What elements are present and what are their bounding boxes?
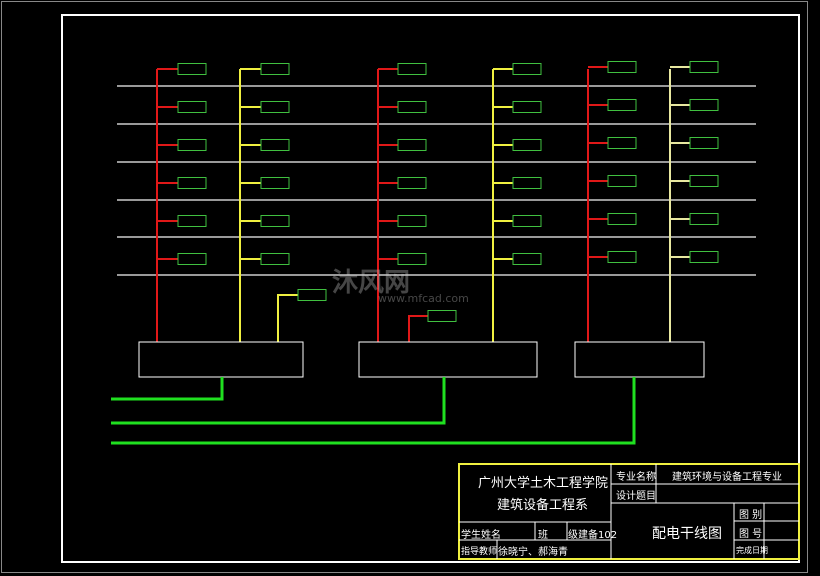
major-label: 专业名称 [616,472,656,483]
distribution-panel [397,215,427,227]
drawing-frame [61,14,800,563]
outer-frame [1,1,808,573]
distribution-panel [397,177,427,189]
drawing-number-label: 图 号 [739,529,763,540]
advisor-value: 徐晓宁、郝海青 [498,547,568,558]
distribution-panel [607,61,637,73]
main-distribution-box [358,341,538,378]
distribution-panel [177,177,207,189]
class-label: 班 [538,530,548,541]
main-distribution-box [138,341,304,378]
distribution-panel [177,139,207,151]
distribution-panel [607,137,637,149]
drawing-title: 配电干线图 [652,526,722,542]
distribution-panel [260,139,290,151]
distribution-panel [260,63,290,75]
distribution-panel [607,175,637,187]
distribution-panel [512,253,542,265]
advisor-label: 指导教师 [461,547,498,557]
design-topic-label: 设计题目 [616,491,656,502]
distribution-panel [689,137,719,149]
distribution-panel [260,101,290,113]
distribution-panel [177,215,207,227]
distribution-panel [689,213,719,225]
major-value: 建筑环境与设备工程专业 [672,472,782,483]
distribution-panel [260,215,290,227]
distribution-panel [397,139,427,151]
distribution-panel [260,253,290,265]
branch-line [277,294,298,342]
distribution-panel [177,253,207,265]
distribution-panel [297,289,327,301]
distribution-panel [689,175,719,187]
distribution-panel [689,251,719,263]
distribution-panel [607,99,637,111]
distribution-panel [607,213,637,225]
title-block [458,463,800,560]
distribution-panel [512,215,542,227]
drawing-category-label: 图 别 [739,510,763,521]
school-name: 广州大学土木工程学院 [478,476,609,491]
student-name-label: 学生姓名 [461,530,501,541]
distribution-panel [397,63,427,75]
class-value: 级建备102 [568,530,618,541]
distribution-panel [177,101,207,113]
branch-line [408,315,428,342]
distribution-panel [177,63,207,75]
distribution-panel [260,177,290,189]
distribution-panel [397,253,427,265]
distribution-panel [512,63,542,75]
distribution-panel [689,61,719,73]
distribution-panel [512,139,542,151]
distribution-panel [689,99,719,111]
department-name: 建筑设备工程系 [497,498,589,513]
watermark: 沐风网 [332,268,411,298]
distribution-panel [397,101,427,113]
feeder-cable [111,377,224,401]
distribution-panel [607,251,637,263]
distribution-panel [427,310,457,322]
completion-date-label: 完成日期 [736,546,768,555]
feeder-cable [111,377,636,445]
feeder-cable [111,377,446,425]
watermark-url: www.mfcad.com [378,292,469,305]
main-distribution-box [574,341,705,378]
distribution-panel [512,177,542,189]
distribution-panel [512,101,542,113]
